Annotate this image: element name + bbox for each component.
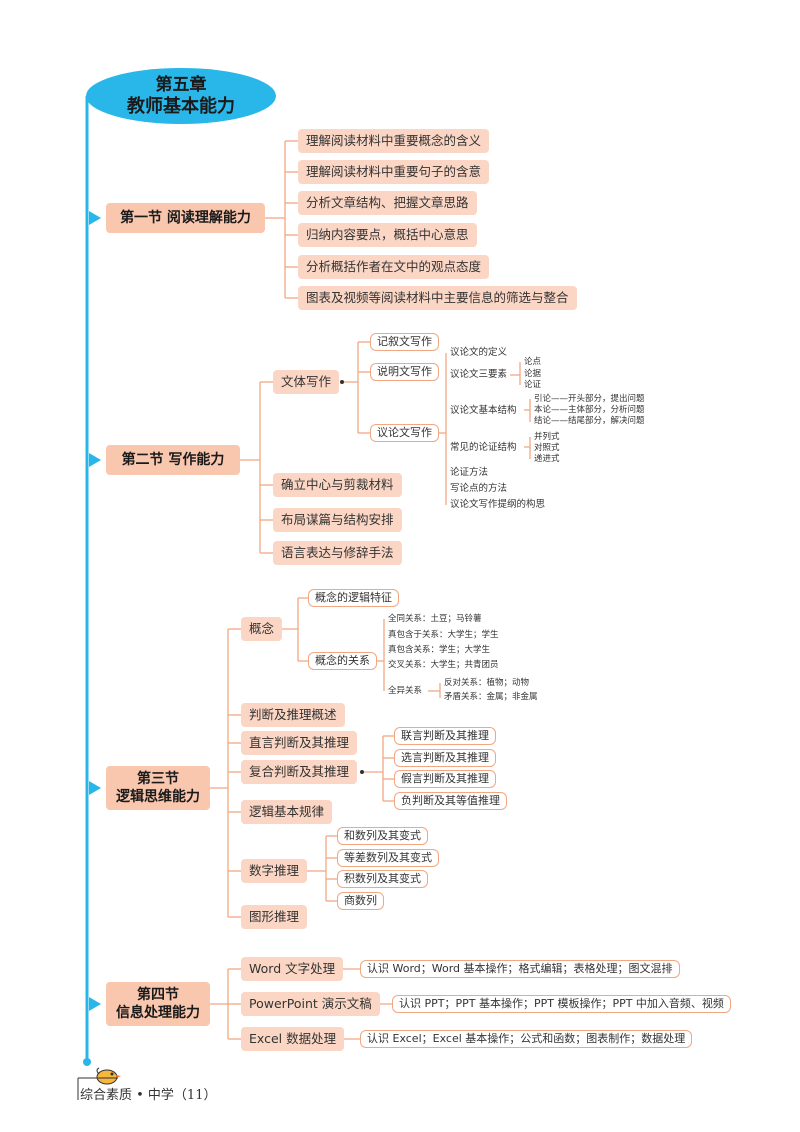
- bird-mascot-icon: [96, 1067, 121, 1085]
- section-2-label: 第二节 写作能力: [121, 452, 225, 468]
- s3-relation-item: 全同关系：土豆；马铃薯: [388, 614, 482, 624]
- s2-struct-item: 本论——主体部分，分析问题: [534, 405, 645, 415]
- s1-item: 理解阅读材料中重要句子的含意: [298, 160, 490, 184]
- s2-other-item: 布局谋篇与结构安排: [273, 508, 402, 532]
- s3-relation-item: 交叉关系：大学生；共青团员: [388, 660, 499, 670]
- s2-three-item: 论证: [524, 380, 542, 390]
- s2-yl-three: 议论文三要素: [450, 369, 508, 380]
- s3-shuzi-item: 和数列及其变式: [337, 827, 428, 845]
- s3-quanyi-item: 反对关系：植物；动物: [444, 678, 530, 688]
- s2-yl-def: 议论文的定义: [450, 347, 508, 358]
- s4-ppt-desc: 认识 PPT；PPT 基本操作；PPT 模板操作；PPT 中加入音频、视频: [392, 995, 731, 1013]
- s3-shuzi-item: 商数列: [337, 892, 384, 910]
- s3-gn-relation: 概念的关系: [308, 652, 377, 670]
- section-3-number: 第三节: [137, 771, 179, 787]
- s2-yl-outline: 议论文写作提纲的构思: [450, 499, 546, 510]
- section-4-number: 第四节: [137, 987, 179, 1003]
- section-4-node: 第四节 信息处理能力: [106, 982, 210, 1026]
- section-arrow-icon: [89, 453, 101, 467]
- s1-item: 图表及视频等阅读材料中主要信息的筛选与整合: [298, 286, 577, 310]
- s2-common-item: 并列式: [534, 432, 560, 442]
- s3-shuzi-item: 积数列及其变式: [337, 870, 428, 888]
- s3-fuhe: 复合判断及其推理: [241, 760, 358, 784]
- s4-word-desc: 认识 Word；Word 基本操作；格式编辑；表格处理；图文混排: [360, 960, 680, 978]
- s2-other-item: 语言表达与修辞手法: [273, 541, 402, 565]
- section-1-label: 第一节 阅读理解能力: [120, 210, 251, 226]
- s2-shuoming: 说明文写作: [370, 363, 439, 381]
- s2-yl-struct: 议论文基本结构: [450, 405, 517, 416]
- s3-shuzi: 数字推理: [241, 859, 308, 883]
- s3-gainian: 概念: [241, 617, 283, 641]
- s3-guilv: 逻辑基本规律: [241, 800, 333, 824]
- s2-yilun: 议论文写作: [370, 424, 439, 442]
- s2-struct-item: 引论——开头部分，提出问题: [534, 394, 645, 404]
- section-3-label: 逻辑思维能力: [116, 789, 200, 805]
- chapter-number: 第五章: [155, 75, 207, 95]
- section-arrow-icon: [89, 211, 101, 225]
- s2-three-item: 论点: [524, 357, 542, 367]
- s3-quanyi: 全异关系: [388, 686, 423, 696]
- s3-zhiyan: 直言判断及其推理: [241, 731, 358, 755]
- s2-yl-method: 论证方法: [450, 467, 489, 478]
- s3-fuhe-item: 选言判断及其推理: [394, 749, 496, 767]
- s3-panduan: 判断及推理概述: [241, 703, 345, 727]
- spine-end-dot: [83, 1058, 91, 1066]
- s1-item: 分析文章结构、把握文章思路: [298, 191, 477, 215]
- s2-jixu: 记叙文写作: [370, 333, 439, 351]
- section-4-label: 信息处理能力: [116, 1005, 200, 1021]
- section-3-node: 第三节 逻辑思维能力: [106, 766, 210, 810]
- s2-yl-common: 常见的论证结构: [450, 442, 517, 453]
- s3-quanyi-item: 矛盾关系：金属；非金属: [444, 692, 538, 702]
- chapter-title: 第五章 教师基本能力: [86, 68, 276, 124]
- s2-other-item: 确立中心与剪裁材料: [273, 473, 402, 497]
- section-arrow-icon: [89, 997, 101, 1011]
- chapter-name: 教师基本能力: [127, 96, 235, 117]
- s2-common-item: 对照式: [534, 443, 560, 453]
- section-2-node: 第二节 写作能力: [106, 445, 240, 475]
- s4-excel-desc: 认识 Excel；Excel 基本操作；公式和函数；图表制作；数据处理: [360, 1030, 693, 1048]
- s2-wenti: 文体写作: [273, 370, 340, 394]
- s3-fuhe-item: 负判断及其等值推理: [394, 792, 507, 810]
- s2-three-item: 论据: [524, 369, 542, 379]
- s3-fuhe-item: 联言判断及其推理: [394, 727, 496, 745]
- s3-fuhe-item: 假言判断及其推理: [394, 770, 496, 788]
- s3-relation-item: 真包含于关系：大学生；学生: [388, 630, 499, 640]
- s1-item: 分析概括作者在文中的观点态度: [298, 255, 490, 279]
- s3-tuxing: 图形推理: [241, 905, 308, 929]
- s3-shuzi-item: 等差数列及其变式: [337, 849, 439, 867]
- s2-struct-item: 结论——结尾部分，解决问题: [534, 416, 645, 426]
- s3-gn-feature: 概念的逻辑特征: [308, 589, 399, 607]
- section-1-node: 第一节 阅读理解能力: [106, 203, 265, 233]
- s2-yl-write: 写论点的方法: [450, 483, 508, 494]
- s1-item: 归纳内容要点，概括中心意思: [298, 223, 477, 247]
- s4-ppt: PowerPoint 演示文稿: [241, 992, 380, 1016]
- s2-common-item: 递进式: [534, 454, 560, 464]
- s4-excel: Excel 数据处理: [241, 1027, 345, 1051]
- s1-item: 理解阅读材料中重要概念的含义: [298, 129, 490, 153]
- s4-word: Word 文字处理: [241, 957, 344, 981]
- section-arrow-icon: [89, 781, 101, 795]
- page-footer: 综合素质 • 中学（11）: [80, 1088, 217, 1103]
- s3-relation-item: 真包含关系：学生；大学生: [388, 645, 491, 655]
